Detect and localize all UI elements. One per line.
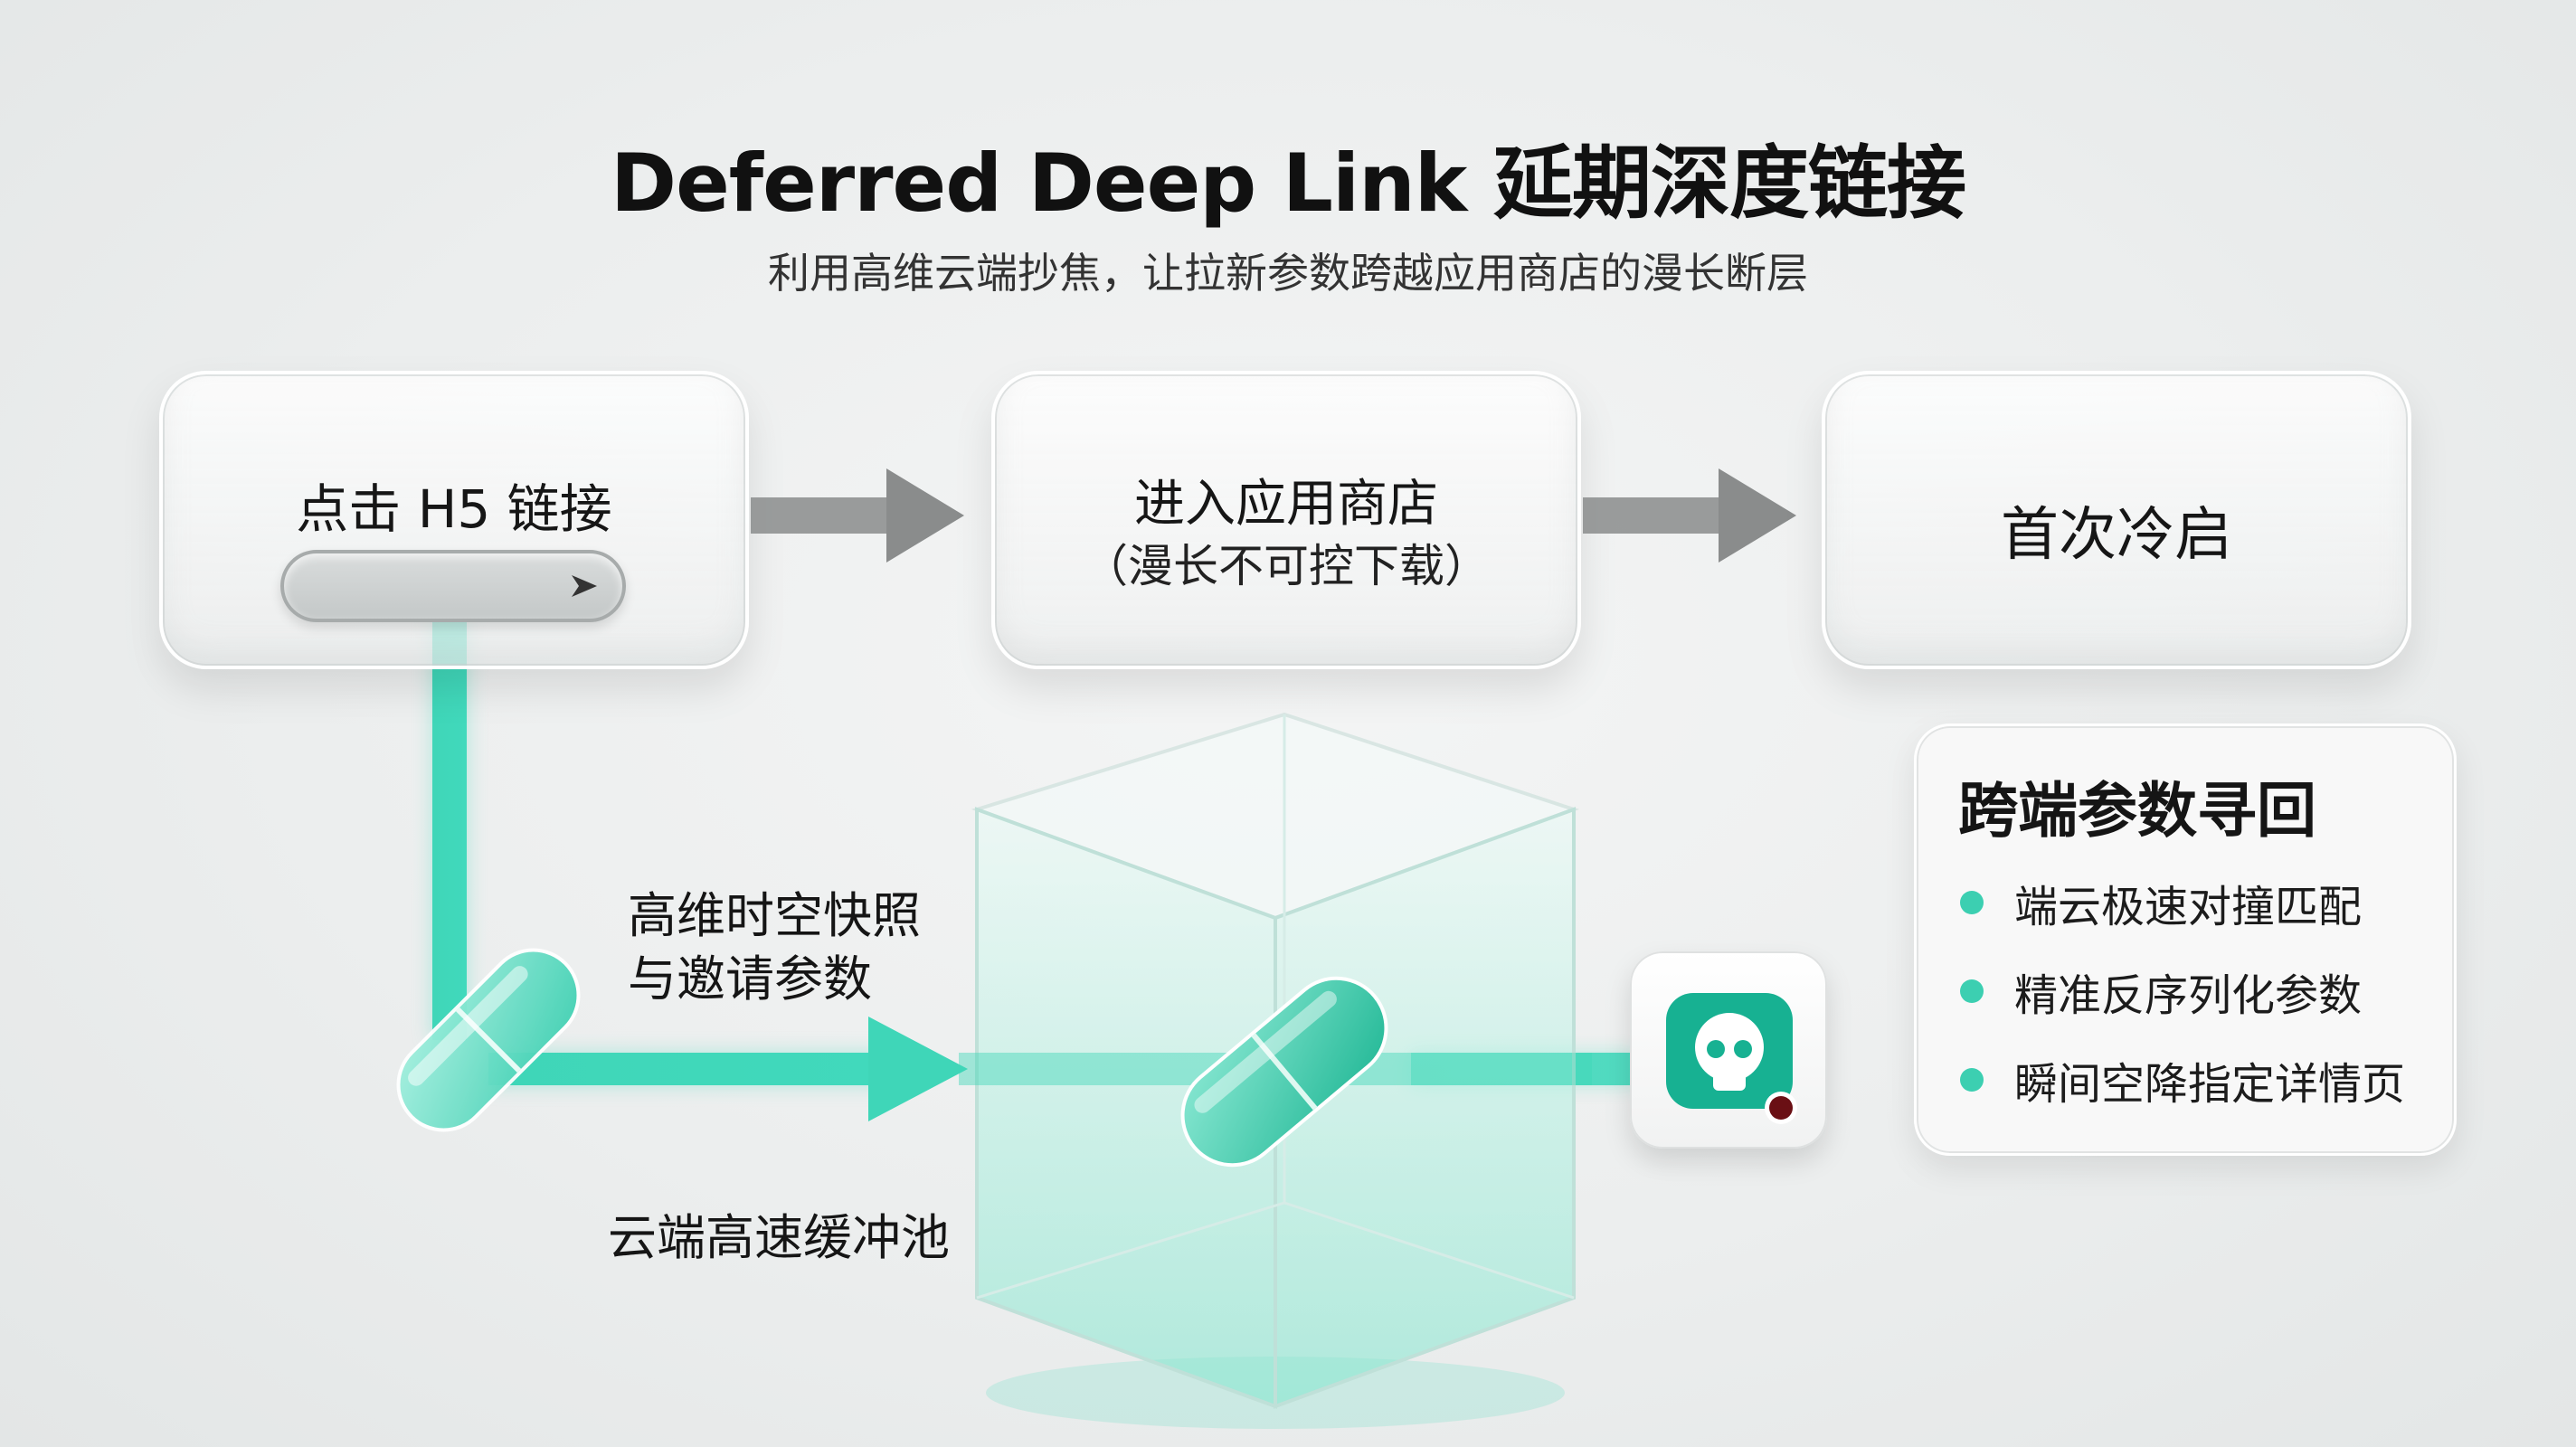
parameter-capsule-icon: [396, 948, 581, 1132]
recovery-item: 精准反序列化参数: [1960, 960, 2362, 1023]
notification-dot: [1769, 1096, 1793, 1120]
step-label: 首次冷启: [2001, 502, 2232, 569]
gray-arrow-1: [751, 468, 964, 563]
app-icon-tile[interactable]: [1630, 951, 1827, 1149]
cache-pool-label: 云端高速缓冲池: [608, 1209, 950, 1266]
bullet-dot-icon: [1960, 1068, 1984, 1092]
cloud-cache-cube: [959, 712, 1592, 1429]
recovery-item: 端云极速对撞匹配: [1960, 871, 2362, 934]
step-sublabel: （漫长不可控下载）: [1083, 540, 1490, 592]
snapshot-label-line-1: 高维时空快照: [628, 887, 921, 944]
page-title: Deferred Deep Link 延期深度链接: [611, 137, 1966, 230]
recovery-item-text: 端云极速对撞匹配: [2014, 882, 2363, 932]
step-card-cold-start: 首次冷启: [1822, 371, 2411, 669]
bullet-dot-icon: [1960, 979, 1984, 1003]
step-label: 进入应用商店: [1134, 475, 1438, 534]
teal-horizontal-connector: [488, 1053, 886, 1085]
h5-link-button[interactable]: [280, 550, 626, 622]
teal-vertical-connector: [432, 615, 467, 1040]
step-label: 点击 H5 链接: [296, 478, 612, 540]
teal-arrowhead: [868, 1017, 968, 1121]
recovery-item: 瞬间空降指定详情页: [1960, 1048, 2405, 1111]
step-card-click-link: 点击 H5 链接: [159, 371, 749, 669]
cursor-arrow-icon: [572, 575, 597, 597]
parameter-recovery-card: 跨端参数寻回 端云极速对撞匹配 精准反序列化参数 瞬间空降指定详情页: [1914, 724, 2457, 1156]
snapshot-label-line-2: 与邀请参数: [628, 950, 872, 1007]
bullet-dot-icon: [1960, 891, 1984, 914]
app-logo-icon: [1666, 993, 1793, 1109]
page-subtitle: 利用高维云端抄焦，让拉新参数跨越应用商店的漫长断层: [768, 249, 1808, 298]
step-card-app-store: 进入应用商店 （漫长不可控下载）: [991, 371, 1581, 669]
recovery-item-text: 瞬间空降指定详情页: [2014, 1059, 2406, 1110]
recovery-title: 跨端参数寻回: [1958, 776, 2316, 846]
gray-arrow-2: [1583, 468, 1796, 563]
recovery-item-text: 精准反序列化参数: [2014, 970, 2363, 1021]
